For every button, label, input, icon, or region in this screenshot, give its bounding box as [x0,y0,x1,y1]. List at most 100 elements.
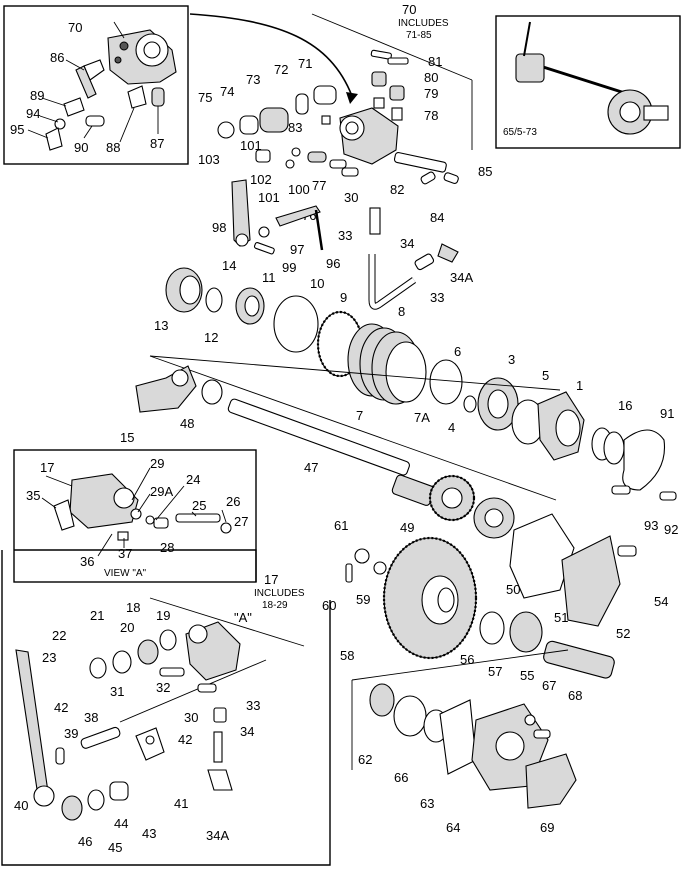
callout-29a: 29A [150,484,173,499]
callout-33-mid: 33 [430,290,444,305]
callout-101-b: 101 [258,190,280,205]
linkage-group: 17 INCLUDES 18-29 "A" 21 20 18 19 22 23 … [14,572,305,855]
callout-69: 69 [540,820,554,835]
assembly-70: 70 INCLUDES 71-85 81 80 79 78 71 72 73 7… [189,2,492,243]
callout-49: 49 [400,520,414,535]
callout-17-includes: INCLUDES [254,588,305,599]
callout-7a: 7A [414,410,430,425]
callout-58: 58 [340,648,354,663]
callout-61: 61 [334,518,348,533]
inset-view-a-box: 17 35 29 29A 24 25 26 27 28 37 36 VIEW "… [13,449,257,583]
callout-22: 22 [52,628,66,643]
callout-73: 73 [246,72,260,87]
shaft-group: 15 48 47 49 50 51 52 54 [120,355,668,641]
callout-4: 4 [448,420,455,435]
callout-95: 95 [10,122,24,137]
callout-51: 51 [554,610,568,625]
callout-55: 55 [520,668,534,683]
callout-23: 23 [42,650,56,665]
callout-60: 60 [322,598,336,613]
callout-64: 64 [446,820,460,835]
callout-101: 101 [240,138,262,153]
callout-59: 59 [356,592,370,607]
callout-18: 18 [126,600,140,615]
callout-62: 62 [358,752,372,767]
clutch-pack: 13 14 12 11 10 9 8 6 7 7A 4 3 5 1 16 91 … [154,258,678,537]
callout-82: 82 [390,182,404,197]
callout-29: 29 [150,456,164,471]
callout-70-includes: INCLUDES [398,18,449,29]
callout-12: 12 [204,330,218,345]
callout-68: 68 [568,688,582,703]
callout-27: 27 [234,514,248,529]
callout-46: 46 [78,834,92,849]
callout-44: 44 [114,816,128,831]
callout-77: 77 [312,178,326,193]
callout-34-b: 34 [240,724,254,739]
callout-36: 36 [80,554,94,569]
callout-90: 90 [74,140,88,155]
figure-code: 65/5-73 [503,127,537,138]
callout-78: 78 [424,108,438,123]
callout-63: 63 [420,796,434,811]
callout-43: 43 [142,826,156,841]
gear-group: 61 60 59 58 56 57 55 [322,518,615,683]
callout-100: 100 [288,182,310,197]
callout-84: 84 [430,210,444,225]
callout-48: 48 [180,416,194,431]
callout-31: 31 [110,684,124,699]
callout-11: 11 [262,270,276,285]
callout-97: 97 [290,242,304,257]
callout-74: 74 [220,84,234,99]
callout-17-range: 18-29 [262,600,288,611]
view-a-marker: "A" [234,610,252,625]
callout-80: 80 [424,70,438,85]
callout-50: 50 [506,582,520,597]
callout-34a: 34A [450,270,473,285]
callout-9: 9 [340,290,347,305]
callout-89: 89 [30,88,44,103]
callout-39: 39 [64,726,78,741]
callout-66: 66 [394,770,408,785]
callout-38: 38 [84,710,98,725]
callout-25: 25 [192,498,206,513]
callout-30-b: 30 [184,710,198,725]
callout-14: 14 [222,258,236,273]
callout-47: 47 [304,460,318,475]
callout-20: 20 [120,620,134,635]
view-a-caption: VIEW "A" [104,568,147,579]
callout-33-b: 33 [246,698,260,713]
callout-3: 3 [508,352,515,367]
callout-103: 103 [198,152,220,167]
callout-34: 34 [400,236,414,251]
callout-28: 28 [160,540,174,555]
callout-86: 86 [50,50,64,65]
callout-67: 67 [542,678,556,693]
callout-81: 81 [428,54,442,69]
callout-83: 83 [288,120,302,135]
callout-91: 91 [660,406,674,421]
callout-19: 19 [156,608,170,623]
callout-92: 92 [664,522,678,537]
callout-52: 52 [616,626,630,641]
callout-88: 88 [106,140,120,155]
callout-21: 21 [90,608,104,623]
callout-7: 7 [356,408,363,423]
callout-71: 71 [298,56,312,71]
callout-54: 54 [654,594,668,609]
callout-57: 57 [488,664,502,679]
inset-top-right-box: 65/5-73 [495,15,681,149]
callout-40: 40 [14,798,28,813]
callout-26: 26 [226,494,240,509]
callout-6: 6 [454,344,461,359]
callout-94: 94 [26,106,40,121]
callout-75: 75 [198,90,212,105]
callout-70-range: 71-85 [406,30,432,41]
output-group: 67 68 62 66 63 64 69 [351,649,582,835]
callout-33-top: 33 [338,228,352,243]
callout-35: 35 [26,488,40,503]
callout-1: 1 [576,378,583,393]
callout-72: 72 [274,62,288,77]
